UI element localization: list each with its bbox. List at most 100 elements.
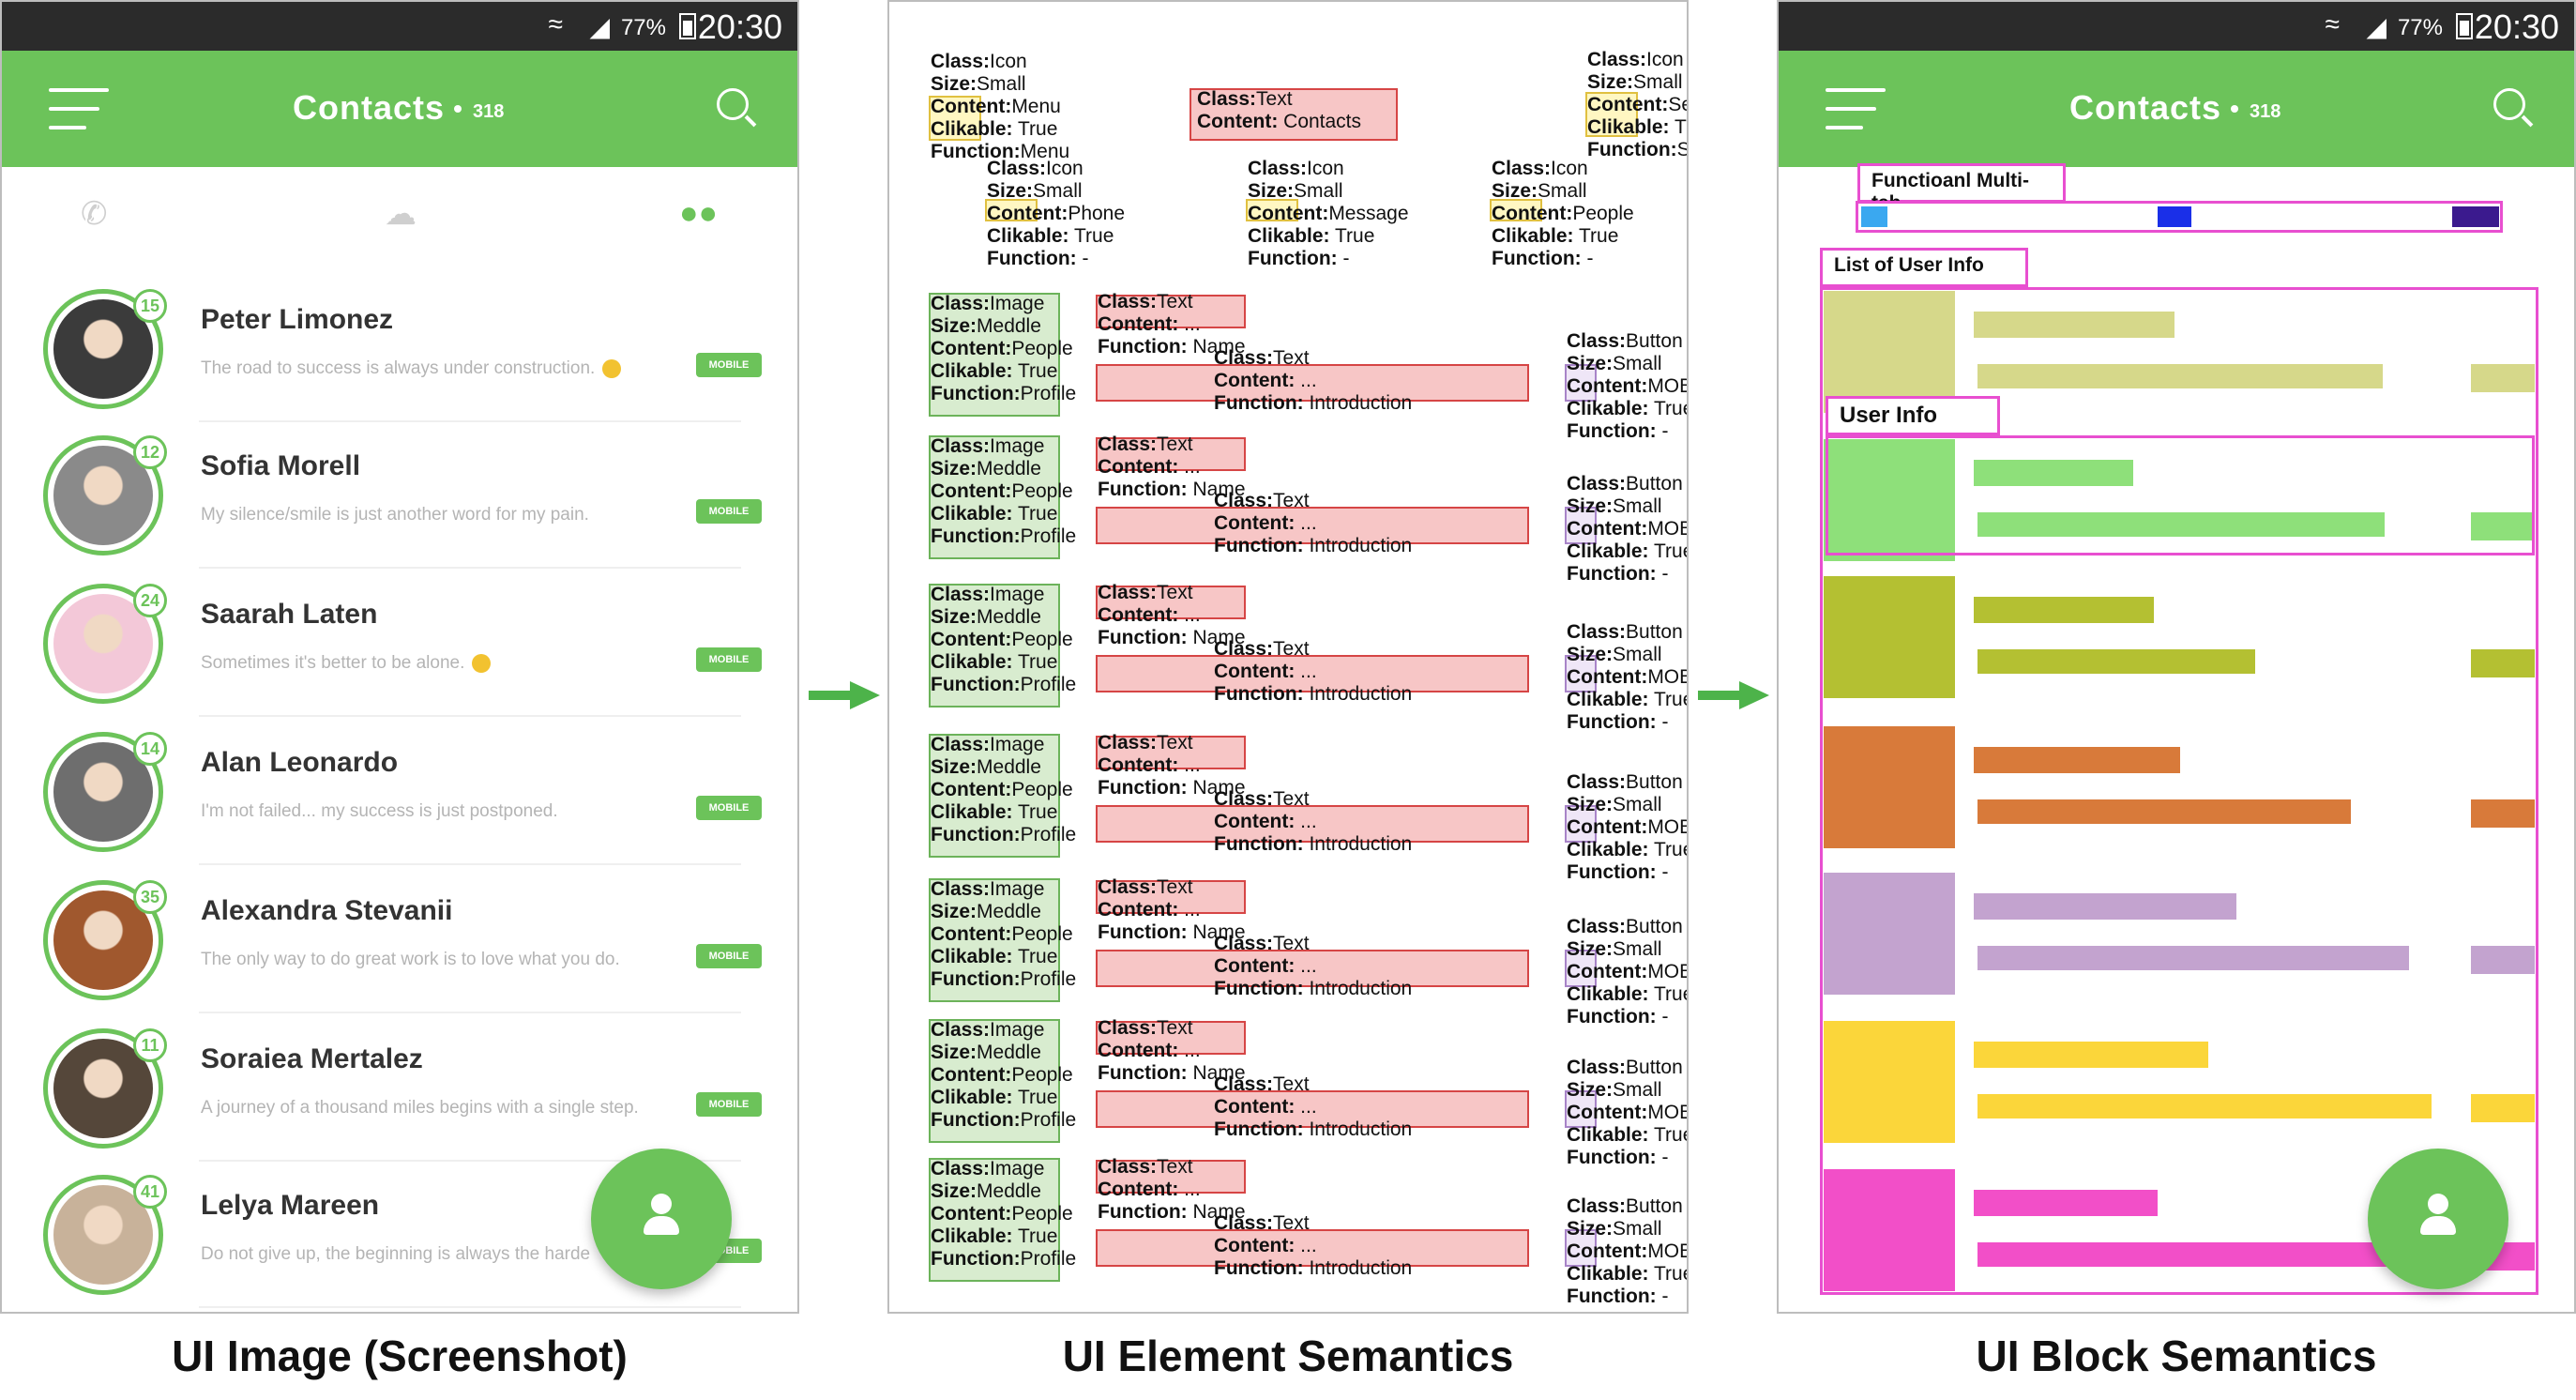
name-box	[1096, 1160, 1246, 1194]
search-icon[interactable]	[2493, 88, 2525, 120]
intro-box	[1096, 950, 1529, 987]
add-contact-button[interactable]	[591, 1149, 732, 1289]
image-box	[929, 293, 1060, 417]
block-intro	[1977, 1094, 2432, 1118]
block-image	[1824, 1021, 1955, 1143]
mobile-button[interactable]: MOBILE	[696, 499, 762, 524]
contact-name: Peter Limonez	[201, 304, 394, 335]
block-name	[1974, 747, 2180, 773]
unread-badge: 41	[133, 1175, 167, 1209]
name-box	[1096, 586, 1246, 619]
mobile-button[interactable]: MOBILE	[696, 647, 762, 672]
name-box	[1096, 1021, 1246, 1055]
image-box	[929, 435, 1060, 559]
contact-name: Sofia Morell	[201, 450, 361, 481]
block-intro	[1977, 799, 2351, 824]
name-box	[1096, 295, 1246, 328]
intro-box	[1096, 507, 1529, 544]
unread-badge: 11	[133, 1028, 167, 1062]
annotation-button: Class:ButtonSize:SmallContent:MOBILEClik…	[1567, 916, 1689, 1027]
unread-badge: 24	[133, 584, 167, 617]
divider	[199, 1306, 741, 1308]
intro-text: Sometimes it's better to be alone.	[201, 653, 465, 673]
menu-content-highlight	[929, 96, 981, 141]
divider	[199, 715, 741, 717]
block-intro	[1977, 364, 2383, 388]
tab-block-phone	[1861, 206, 1887, 227]
app-bar-right: Contacts 318	[1779, 51, 2574, 167]
tab-block-people	[2452, 206, 2499, 227]
search-icon[interactable]	[717, 88, 749, 120]
menu-icon[interactable]	[49, 88, 109, 129]
clock: 20:30	[697, 8, 782, 46]
message-icon[interactable]: ☁	[385, 196, 417, 232]
contact-name: Soraiea Mertalez	[201, 1043, 423, 1074]
signal-icon: ◢	[2366, 12, 2387, 41]
contact-name: Alan Leonardo	[201, 747, 399, 778]
block-button	[2471, 1094, 2535, 1122]
status-bar: ≈ ◢ 77% 20:30	[2, 2, 797, 51]
button-box	[1565, 1090, 1597, 1128]
contact-row[interactable]: 11 Soraiea Mertalez A journey of a thousan…	[2, 1013, 797, 1162]
mobile-button[interactable]: MOBILE	[696, 1092, 762, 1117]
annotation-search: Class:IconSize:SmallContent:SearchClikab…	[1587, 49, 1687, 160]
app-bar: Contacts 318	[2, 51, 797, 167]
block-semantics-panel: ≈ ◢ 77% 20:30 Contacts 318 Functioanl Mu…	[1777, 0, 2576, 1314]
block-button	[2471, 946, 2535, 974]
page-title: Contacts	[293, 88, 446, 127]
contact-count: 318	[473, 101, 505, 122]
add-contact-button[interactable]	[2368, 1149, 2508, 1289]
block-intro	[1977, 512, 2385, 537]
mobile-button[interactable]: MOBILE	[696, 944, 762, 968]
wifi-icon: ≈	[548, 9, 563, 38]
unread-badge: 15	[133, 289, 167, 323]
phone-icon[interactable]: ✆	[81, 196, 108, 232]
annotation-button: Class:ButtonSize:SmallContent:MOBILEClik…	[1567, 621, 1689, 733]
status-bar-right: ≈ ◢ 77% 20:30	[1779, 2, 2574, 51]
name-box	[1096, 880, 1246, 914]
page-title: Contacts	[2069, 88, 2222, 127]
contact-intro: I'm not failed... my success is just pos…	[201, 801, 558, 822]
block-button	[2471, 649, 2535, 677]
contact-intro: A journey of a thousand miles begins wit…	[201, 1098, 639, 1118]
title-box	[1190, 88, 1398, 141]
divider	[199, 1160, 741, 1162]
block-image	[1824, 576, 1955, 698]
block-button	[2471, 512, 2535, 540]
people-icon[interactable]: ●●	[679, 195, 719, 231]
block-intro	[1977, 946, 2409, 970]
block-name	[1974, 1042, 2208, 1068]
tab-block-message	[2158, 206, 2191, 227]
annotation-button: Class:ButtonSize:SmallContent:MOBILEClik…	[1567, 771, 1689, 883]
block-image	[1824, 291, 1955, 413]
intro-text: I'm not failed... my success is just pos…	[201, 801, 558, 821]
mobile-button[interactable]: MOBILE	[696, 796, 762, 820]
intro-box	[1096, 1090, 1529, 1128]
caption-block-semantics: UI Block Semantics	[1976, 1332, 2377, 1380]
annotation-button: Class:ButtonSize:SmallContent:MOBILEClik…	[1567, 1057, 1689, 1168]
contact-name: Lelya Mareen	[201, 1190, 380, 1221]
mobile-button[interactable]: MOBILE	[696, 353, 762, 377]
menu-icon[interactable]	[1826, 88, 1886, 129]
user-info-block	[1826, 435, 2535, 555]
tab-bar: ✆ ☁ ●●	[2, 167, 797, 261]
block-intro	[1977, 649, 2255, 674]
